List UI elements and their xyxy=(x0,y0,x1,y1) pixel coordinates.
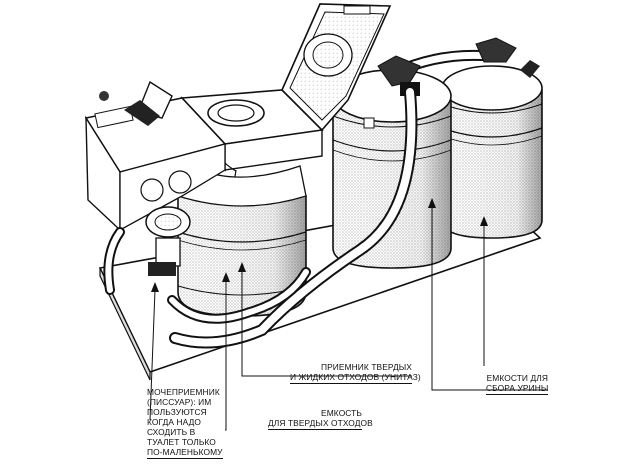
label-urine-tanks: ЕМКОСТИ ДЛЯ СБОРА УРИНЫ xyxy=(486,373,548,395)
label-urinal-line: ПО-МАЛЕНЬКОМУ xyxy=(147,447,223,459)
label-urinal-line: (ПИССУАР): ИМ xyxy=(147,397,212,407)
arrowheads xyxy=(151,198,488,292)
urinal-housing xyxy=(84,80,227,232)
label-urinal-line: КОГДА НАДО xyxy=(147,417,201,427)
urine-tank-left xyxy=(332,69,452,269)
label-toilet-receiver-line: ПРИЕМНИК ТВЕРДЫХ xyxy=(320,362,412,372)
label-urine-tanks-line: СБОРА УРИНЫ xyxy=(486,383,549,395)
urine-tank-right xyxy=(441,60,543,239)
label-toilet-receiver-line: И ЖИДКИХ ОТХОДОВ (УНИТАЗ) xyxy=(290,372,421,384)
label-solid-container-line: ЕМКОСТЬ xyxy=(321,408,362,418)
leader-lines xyxy=(149,206,548,431)
label-solid-container: ЕМКОСТЬ ДЛЯ ТВЕРДЫХ ОТХОДОВ xyxy=(268,408,373,430)
toilet-lid xyxy=(281,3,392,132)
label-urinal-line: ПОЛЬЗУЮТСЯ xyxy=(147,407,207,417)
label-toilet-receiver: ПРИЕМНИК ТВЕРДЫХ И ЖИДКИХ ОТХОДОВ (УНИТА… xyxy=(290,362,421,384)
label-urine-tanks-line: ЕМКОСТИ ДЛЯ xyxy=(486,373,548,383)
label-solid-container-line: ДЛЯ ТВЕРДЫХ ОТХОДОВ xyxy=(268,418,373,430)
solid-waste-container xyxy=(177,195,307,317)
label-urinal: МОЧЕПРИЕМНИК (ПИССУАР): ИМ ПОЛЬЗУЮТСЯ КО… xyxy=(147,387,223,459)
label-urinal-line: МОЧЕПРИЕМНИК xyxy=(147,387,220,397)
label-urinal-line: СХОДИТЬ В xyxy=(147,427,196,437)
label-urinal-line: ТУАЛЕТ ТОЛЬКО xyxy=(147,437,216,447)
urinal-valve xyxy=(145,206,191,276)
